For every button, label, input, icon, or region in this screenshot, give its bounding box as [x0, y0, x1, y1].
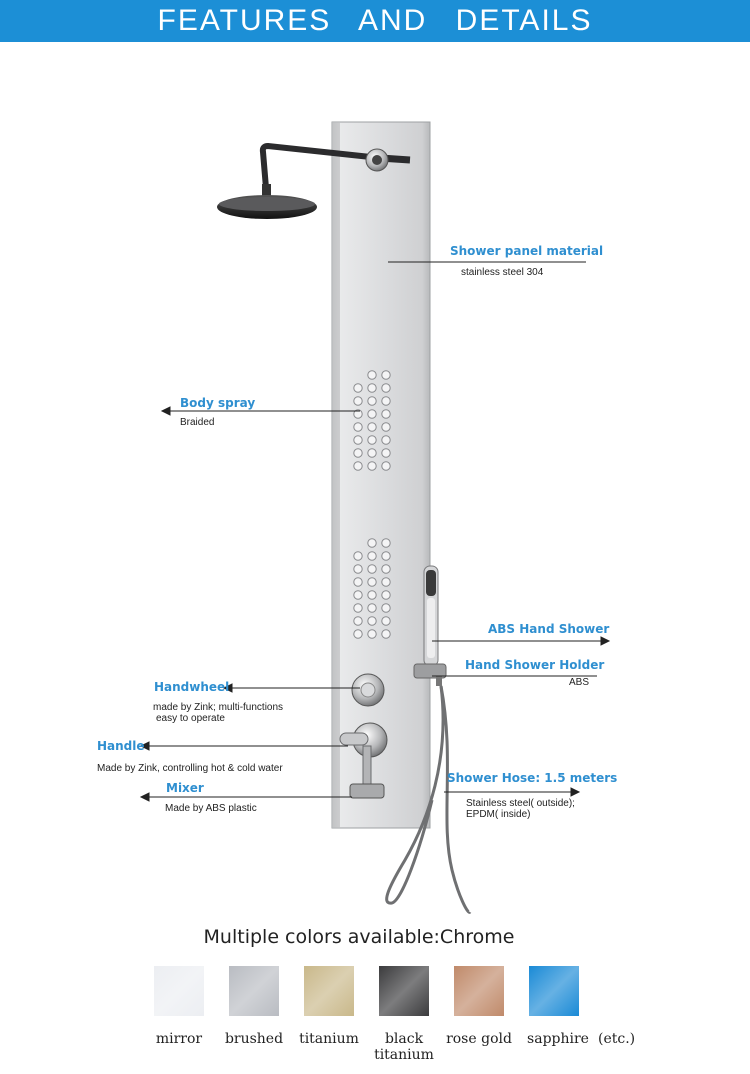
hand-shower — [423, 565, 439, 667]
spray-jet — [381, 396, 391, 406]
spray-jet — [353, 629, 363, 639]
rain-shower-head — [217, 142, 411, 219]
colors-etc-note: (etc.) — [598, 1031, 636, 1047]
spray-jet — [353, 590, 363, 600]
swatch-label-black-titanium: black titanium — [359, 1031, 449, 1063]
callout-shower-hose-label: Shower Hose: 1.5 meters — [447, 771, 618, 785]
spray-jet — [381, 564, 391, 574]
spray-jet — [367, 564, 377, 574]
spray-jet — [367, 629, 377, 639]
spray-jet — [367, 590, 377, 600]
spray-jet — [367, 396, 377, 406]
mixer-diverter — [349, 783, 385, 799]
spray-jet — [353, 448, 363, 458]
swatch-label-black-titanium-line1: black — [384, 1031, 424, 1047]
spray-jet — [381, 435, 391, 445]
spray-jet — [367, 422, 377, 432]
callout-shower-hose-desc-line1: Stainless steel( outside); — [466, 798, 575, 809]
spray-jet — [367, 551, 377, 561]
spray-jet — [381, 448, 391, 458]
header-banner: FEATURES AND DETAILS — [0, 0, 750, 42]
spray-jet — [353, 603, 363, 613]
swatch-label-sapphire: sapphire — [527, 1031, 589, 1047]
spray-jet — [367, 448, 377, 458]
callout-panel-material-desc: stainless steel 304 — [461, 267, 544, 278]
callout-arrows — [139, 261, 611, 802]
handle-lever — [339, 722, 388, 787]
callout-hand-shower-holder-label: Hand Shower Holder — [465, 658, 605, 672]
spray-jet — [381, 577, 391, 587]
spray-jet — [381, 629, 391, 639]
spray-jet — [353, 564, 363, 574]
hand-shower-holder — [413, 663, 447, 686]
callout-mixer-desc: Made by ABS plastic — [165, 803, 257, 814]
swatch-label-brushed: brushed — [224, 1031, 284, 1047]
spray-jet — [353, 383, 363, 393]
spray-jet — [353, 551, 363, 561]
swatch-titanium — [304, 966, 354, 1016]
handwheel-knob — [351, 673, 385, 707]
callout-handwheel-desc-line1: made by Zink; multi-functions — [153, 702, 284, 713]
shower-panel — [331, 121, 431, 829]
callout-mixer-label: Mixer — [166, 781, 204, 795]
spray-jet — [381, 461, 391, 471]
body-spray-jets-lower — [353, 538, 391, 639]
spray-jet — [353, 435, 363, 445]
spray-jet — [367, 616, 377, 626]
swatch-brushed — [229, 966, 279, 1016]
body-spray-jets-upper — [353, 370, 391, 471]
callout-handwheel-desc-line2: easy to operate — [156, 713, 225, 724]
spray-jet — [367, 409, 377, 419]
spray-jet — [367, 538, 377, 548]
spray-jet — [367, 383, 377, 393]
swatch-sapphire — [529, 966, 579, 1016]
spray-jet — [353, 422, 363, 432]
swatch-label-mirror: mirror — [155, 1031, 203, 1047]
spray-jet — [381, 422, 391, 432]
spray-jet — [353, 577, 363, 587]
spray-jet — [353, 396, 363, 406]
spray-jet — [367, 603, 377, 613]
shower-hose — [385, 685, 472, 914]
callout-abs-hand-shower-label: ABS Hand Shower — [488, 622, 610, 636]
colors-heading: Multiple colors available:Chrome — [203, 926, 515, 948]
swatch-label-black-titanium-line2: titanium — [374, 1047, 434, 1063]
spray-jet — [367, 435, 377, 445]
spray-jet — [381, 409, 391, 419]
spray-jet — [381, 603, 391, 613]
callout-handle-label: Handle — [97, 739, 145, 753]
spray-jet — [353, 616, 363, 626]
spray-jet — [381, 590, 391, 600]
swatch-label-rose-gold: rose gold — [446, 1031, 512, 1047]
swatch-rose-gold — [454, 966, 504, 1016]
swatch-mirror — [154, 966, 204, 1016]
spray-jet — [381, 370, 391, 380]
callout-body-spray-label: Body spray — [180, 396, 256, 410]
spray-jet — [381, 551, 391, 561]
spray-jet — [367, 577, 377, 587]
callout-handwheel-label: Handwheel — [154, 680, 230, 694]
callout-shower-hose-desc-line2: EPDM( inside) — [466, 809, 531, 820]
callout-body-spray-desc: Braided — [180, 417, 215, 428]
page-title: FEATURES AND DETAILS — [157, 4, 593, 37]
spray-jet — [353, 409, 363, 419]
callout-handle-desc: Made by Zink, controlling hot & cold wat… — [97, 763, 283, 774]
spray-jet — [353, 461, 363, 471]
callout-hand-shower-holder-desc: ABS — [569, 677, 590, 688]
swatch-label-titanium: titanium — [299, 1031, 359, 1047]
spray-jet — [381, 383, 391, 393]
spray-jet — [367, 461, 377, 471]
spray-jet — [367, 370, 377, 380]
callout-panel-material-label: Shower panel material — [450, 244, 604, 258]
spray-jet — [381, 616, 391, 626]
spray-jet — [381, 538, 391, 548]
swatch-black-titanium — [379, 966, 429, 1016]
